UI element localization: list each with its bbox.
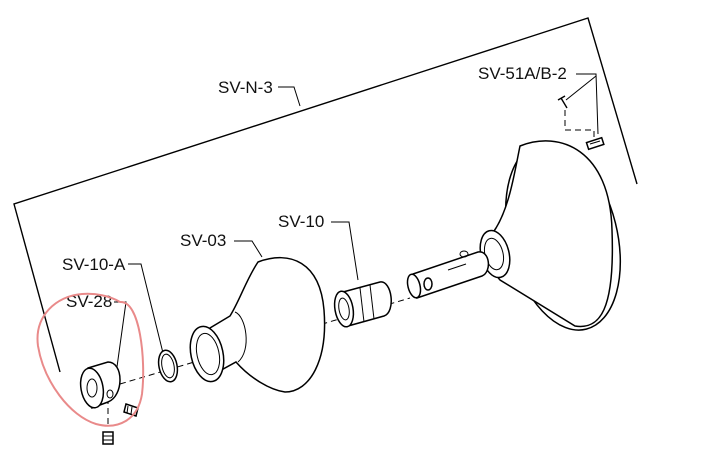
leader-sv-10-a bbox=[128, 263, 164, 354]
setscrew-bottom bbox=[102, 431, 114, 445]
collar-sv-28 bbox=[79, 361, 121, 410]
retaining-ring-sv-10-a bbox=[157, 349, 179, 383]
label-sv-10-a: SV-10-A bbox=[62, 255, 126, 274]
label-sv-51ab-2: SV-51A/B-2 bbox=[478, 64, 567, 83]
leader-sv-03 bbox=[234, 240, 263, 258]
bracket-clip bbox=[585, 136, 605, 151]
leader-sv-n-3 bbox=[278, 86, 301, 107]
label-sv-10: SV-10 bbox=[278, 212, 324, 231]
bracket-screw bbox=[557, 95, 568, 109]
leader-sv-28 bbox=[114, 301, 127, 375]
label-sv-28: SV-28 bbox=[66, 292, 112, 311]
sleeve-sv-10 bbox=[333, 281, 392, 328]
shaft bbox=[406, 250, 490, 299]
nozzle-sv-03 bbox=[189, 257, 326, 393]
highlight-circle bbox=[36, 292, 145, 427]
reflector-housing bbox=[479, 140, 622, 331]
leader-sv-51ab-2 bbox=[576, 73, 599, 135]
leader-sv-10 bbox=[331, 221, 359, 281]
leader-sv-51ab-2-b bbox=[565, 75, 597, 101]
assembly-bracket-line bbox=[13, 17, 638, 373]
label-sv-n-3: SV-N-3 bbox=[218, 78, 273, 97]
label-sv-03: SV-03 bbox=[180, 231, 226, 250]
bracket-axis-line bbox=[564, 110, 595, 150]
